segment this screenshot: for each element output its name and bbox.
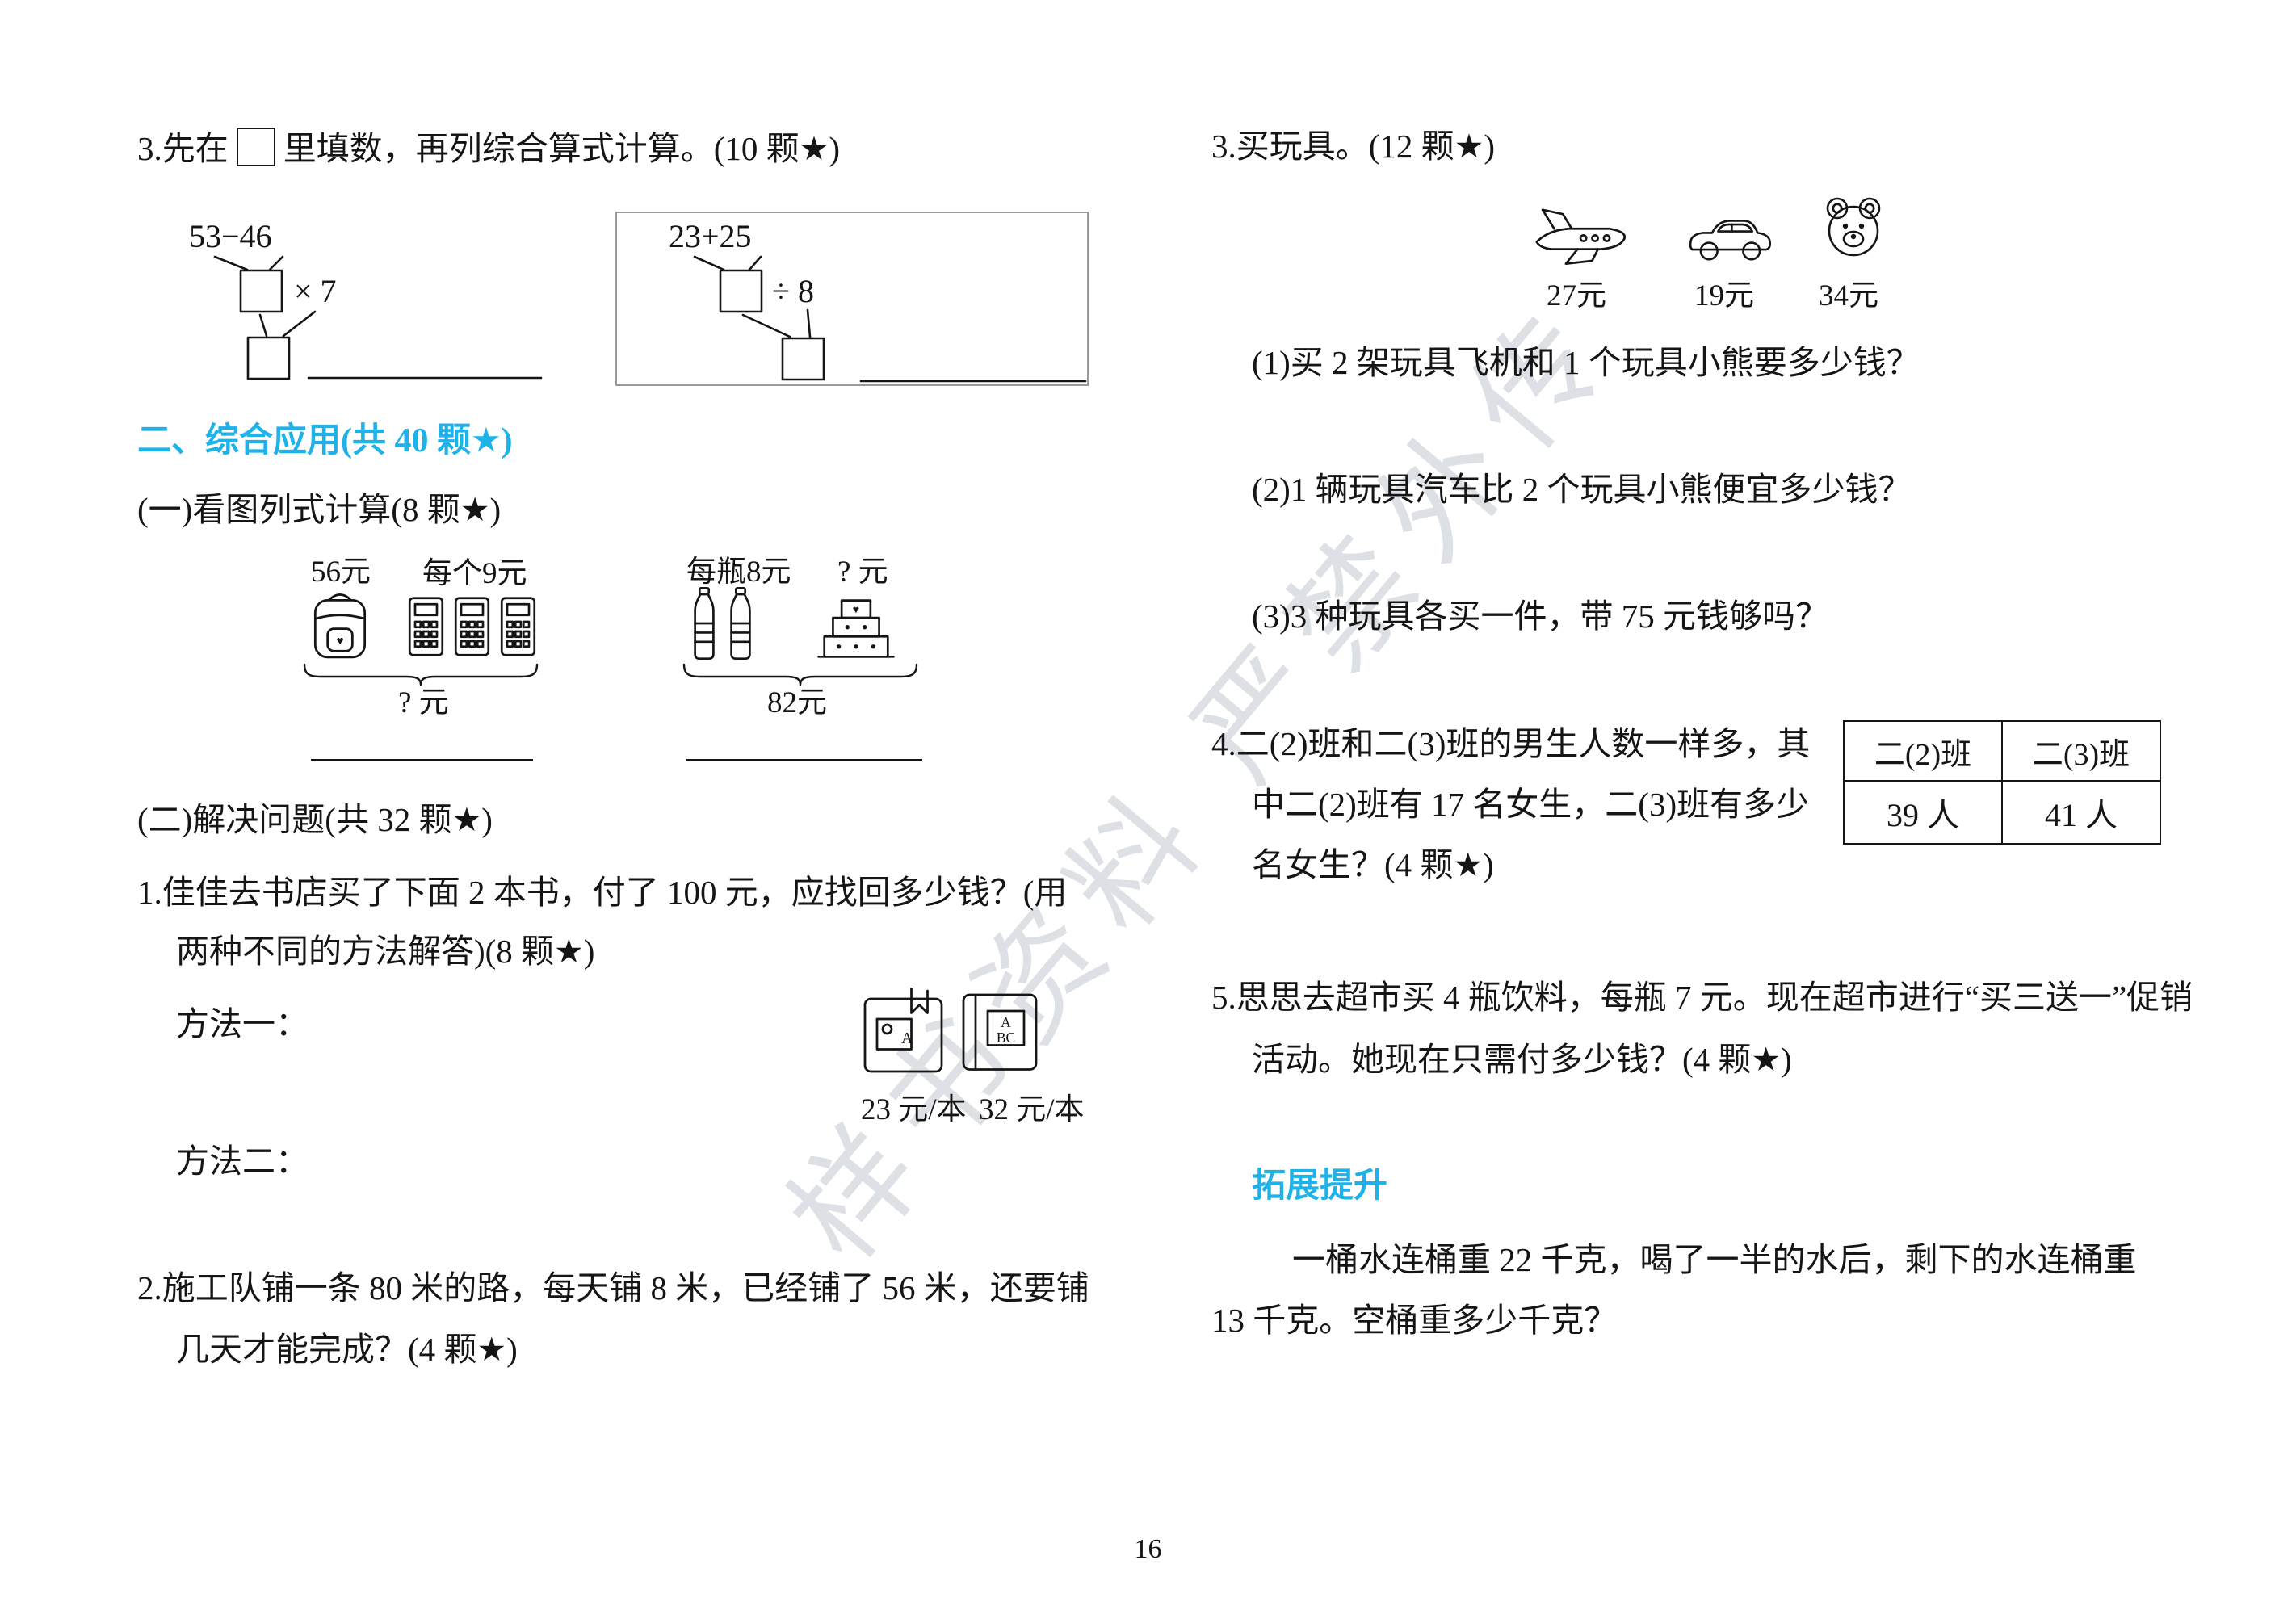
left-q2-line-1: 2.施工队铺一条 80 米的路，每天铺 8 米，已经铺了 56 米，还要铺 (137, 1269, 1089, 1306)
bear-price: 34元 (1819, 279, 1878, 312)
right-q4-line-1: 4.二(2)班和二(3)班的男生人数一样多，其 (1211, 725, 1811, 762)
figure1-question-label: ? 元 (398, 686, 449, 719)
airplane-price: 27元 (1547, 279, 1606, 312)
abc-book-icon: A BC (962, 993, 1038, 1071)
right-q4-line-2: 中二(2)班有 17 名女生，二(3)班有多少 (1252, 786, 1810, 823)
figure-2: 每瓶8元 ? 元 ♥ 82元 (682, 556, 925, 721)
diagram2-box-2[interactable] (781, 337, 825, 381)
airplane-icon (1535, 208, 1627, 265)
right-q3-sub-1: (1)买 2 架玩具飞机和 1 个玩具小熊要多少钱？ (1252, 344, 1920, 381)
extension-header: 拓展提升 (1252, 1168, 1388, 1205)
svg-text:A: A (901, 1030, 913, 1047)
calculator-icon (454, 597, 490, 656)
class-table: 二(2)班 二(3)班 39 人 41 人 (1843, 720, 2161, 845)
diagram1-box-2[interactable] (246, 336, 291, 380)
car-icon (1689, 220, 1772, 261)
figure1-answer-line[interactable] (311, 759, 533, 761)
right-q4-line-3: 名女生？(4 颗★) (1252, 846, 1494, 883)
method-2-label: 方法二： (176, 1143, 309, 1180)
right-q3-sub-2: (2)1 辆玩具汽车比 2 个玩具小熊便宜多少钱？ (1252, 471, 1912, 508)
page-number: 16 (1134, 1534, 1162, 1564)
left-q3-title-suffix: 里填数，再列综合算式计算。(10 颗★) (283, 130, 841, 167)
underbrace-icon (682, 663, 918, 686)
class-table-header-1: 二(2)班 (1843, 720, 2003, 782)
extension-line-1: 一桶水连桶重 22 千克，喝了一半的水后，剩下的水连桶重 (1292, 1241, 2137, 1278)
extension-line-2: 13 千克。空桶重多少千克？ (1211, 1302, 1618, 1339)
bottle-icon (694, 586, 715, 661)
figure2-answer-line[interactable] (686, 759, 922, 761)
picture-book-icon: A (863, 988, 943, 1073)
diagram1-operator: × 7 (294, 273, 337, 309)
calculator-icon (500, 597, 536, 656)
figure1-price-label: 56元 (311, 556, 371, 589)
right-q5-line-2: 活动。她现在只需付多少钱？(4 颗★) (1252, 1041, 1792, 1078)
teddy-bear-icon (1826, 197, 1881, 257)
figure2-unit-price-label: 每瓶8元 (686, 556, 791, 589)
book1-price: 23 元/本 (861, 1093, 967, 1126)
book2-price: 32 元/本 (979, 1093, 1085, 1126)
fill-in-box-icon[interactable] (236, 128, 275, 166)
class-table-header-2: 二(3)班 (2001, 720, 2161, 782)
diagram1-box-1[interactable] (239, 269, 283, 313)
diagram2-expression: 23+25 (669, 218, 752, 254)
figure1-unit-price-label: 每个9元 (422, 557, 527, 590)
flow-diagram-2: 23+25 ÷ 8 (669, 218, 1087, 383)
diagram2-operator: ÷ 8 (772, 273, 814, 309)
part-2-title: (二)解决问题(共 32 颗★) (137, 801, 493, 838)
right-q3-title: 3.买玩具。(12 颗★) (1211, 128, 1496, 165)
svg-text:BC: BC (997, 1030, 1015, 1046)
left-q1-line-2: 两种不同的方法解答)(8 颗★) (176, 933, 595, 970)
right-q5-line-1: 5.思思去超市买 4 瓶饮料，每瓶 7 元。现在超市进行“买三送一”促销 (1211, 979, 2193, 1016)
answer-box-outline (615, 212, 1089, 386)
left-q3-title: 3.先在 里填数，再列综合算式计算。(10 颗★) (137, 128, 840, 168)
figure-1: 56元 每个9元 ♥ (303, 556, 545, 721)
calculator-icon (408, 597, 444, 656)
books-figure: A A BC 23 元/本 32 元/本 (861, 987, 1103, 1132)
figure2-question-price-label: ? 元 (837, 556, 888, 589)
left-q3-title-prefix: 3.先在 (137, 130, 229, 167)
cake-icon: ♥ (817, 599, 895, 658)
class-table-value-1: 39 人 (1843, 780, 2003, 845)
left-q2-line-2: 几天才能完成？(4 颗★) (176, 1331, 518, 1368)
bottle-icon (730, 586, 751, 661)
right-q3-sub-3: (3)3 种玩具各买一件，带 75 元钱够吗？ (1252, 598, 1829, 635)
diagram1-expression: 53−46 (189, 218, 272, 254)
diagram2-box-1[interactable] (719, 269, 763, 313)
figure2-total-label: 82元 (767, 686, 827, 719)
class-table-value-2: 41 人 (2001, 780, 2161, 845)
part-1-title: (一)看图列式计算(8 颗★) (137, 491, 502, 528)
svg-text:A: A (1001, 1014, 1011, 1030)
method-1-label: 方法一： (176, 1005, 309, 1042)
underbrace-icon (303, 663, 539, 686)
backpack-icon: ♥ (313, 593, 367, 659)
svg-text:♥: ♥ (336, 635, 343, 648)
svg-text:♥: ♥ (853, 604, 859, 617)
section-2-header: 二、综合应用(共 40 颗★) (137, 422, 513, 459)
left-q1-line-1: 1.佳佳去书店买了下面 2 本书，付了 100 元，应找回多少钱？(用 (137, 874, 1068, 911)
car-price: 19元 (1694, 279, 1754, 312)
flow-diagram-1: 53−46 × 7 (189, 218, 543, 380)
